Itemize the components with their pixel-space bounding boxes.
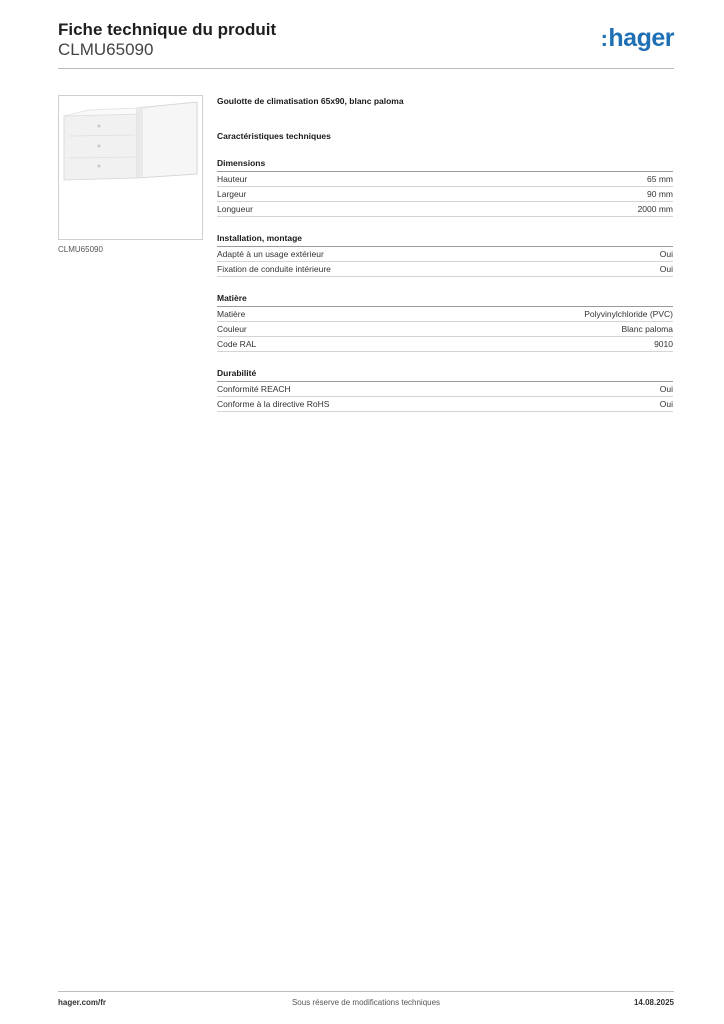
spec-row: Matière Polyvinylchloride (PVC): [217, 307, 673, 322]
page-header: Fiche technique du produit CLMU65090 :ha…: [58, 20, 674, 60]
product-name: Goulotte de climatisation 65x90, blanc p…: [217, 96, 404, 106]
spec-value: Polyvinylchloride (PVC): [584, 309, 673, 319]
spec-label: Adapté à un usage extérieur: [217, 249, 324, 259]
spec-row: Largeur 90 mm: [217, 187, 673, 202]
spec-label: Couleur: [217, 324, 247, 334]
group-title: Installation, montage: [217, 232, 673, 247]
group-title: Matière: [217, 292, 673, 307]
spec-row: Conforme à la directive RoHS Oui: [217, 397, 673, 412]
hager-logo[interactable]: :hager: [600, 24, 675, 52]
document-title: Fiche technique du produit: [58, 20, 277, 39]
group-title: Dimensions: [217, 157, 673, 172]
spec-label: Fixation de conduite intérieure: [217, 264, 331, 274]
spec-label: Largeur: [217, 189, 247, 199]
page-footer: hager.com/fr Sous réserve de modificatio…: [58, 998, 674, 1010]
group-title: Durabilité: [217, 367, 673, 382]
spec-value: 90 mm: [647, 189, 673, 199]
logo-text: hager: [608, 24, 674, 52]
spec-row: Couleur Blanc paloma: [217, 322, 673, 337]
footer-disclaimer: Sous réserve de modifications techniques: [291, 998, 441, 1007]
spec-label: Conformité REACH: [217, 384, 291, 394]
footer-date: 14.08.2025: [633, 998, 674, 1007]
spec-row: Hauteur 65 mm: [217, 172, 673, 187]
header-divider: [58, 68, 674, 69]
spec-content: Goulotte de climatisation 65x90, blanc p…: [217, 95, 673, 412]
spec-value: 2000 mm: [637, 204, 673, 214]
spec-label: Longueur: [217, 204, 253, 214]
spec-row: Code RAL 9010: [217, 337, 673, 352]
spec-label: Matière: [217, 309, 246, 319]
spec-label: Hauteur: [217, 174, 248, 184]
group-dimensions: Dimensions Hauteur 65 mm Largeur 90 mm Lon…: [217, 157, 673, 217]
spec-row: Conformité REACH Oui: [217, 382, 673, 397]
spec-value: Oui: [659, 384, 673, 394]
footer-website-link[interactable]: hager.com/fr: [58, 998, 107, 1007]
group-durability: Durabilité Conformité REACH Oui Conforme …: [217, 367, 673, 412]
spec-row: Longueur 2000 mm: [217, 202, 673, 217]
spec-value: Oui: [659, 399, 673, 409]
specs-title: Caractéristiques techniques: [217, 131, 331, 141]
product-reference: CLMU65090: [58, 40, 154, 59]
footer-divider: [58, 991, 674, 992]
spec-label: Code RAL: [217, 339, 257, 349]
spec-row: Adapté à un usage extérieur Oui: [217, 247, 673, 262]
spec-label: Conforme à la directive RoHS: [217, 399, 330, 409]
spec-value: Oui: [659, 249, 673, 259]
spec-value: Blanc paloma: [621, 324, 673, 334]
duct-illustration: [59, 96, 202, 239]
product-image: [58, 95, 203, 240]
spec-value: Oui: [659, 264, 673, 274]
spec-value: 65 mm: [647, 174, 673, 184]
spec-row: Fixation de conduite intérieure Oui: [217, 262, 673, 277]
spec-value: 9010: [654, 339, 673, 349]
group-installation: Installation, montage Adapté à un usage …: [217, 232, 673, 277]
image-caption: CLMU65090: [58, 245, 103, 254]
